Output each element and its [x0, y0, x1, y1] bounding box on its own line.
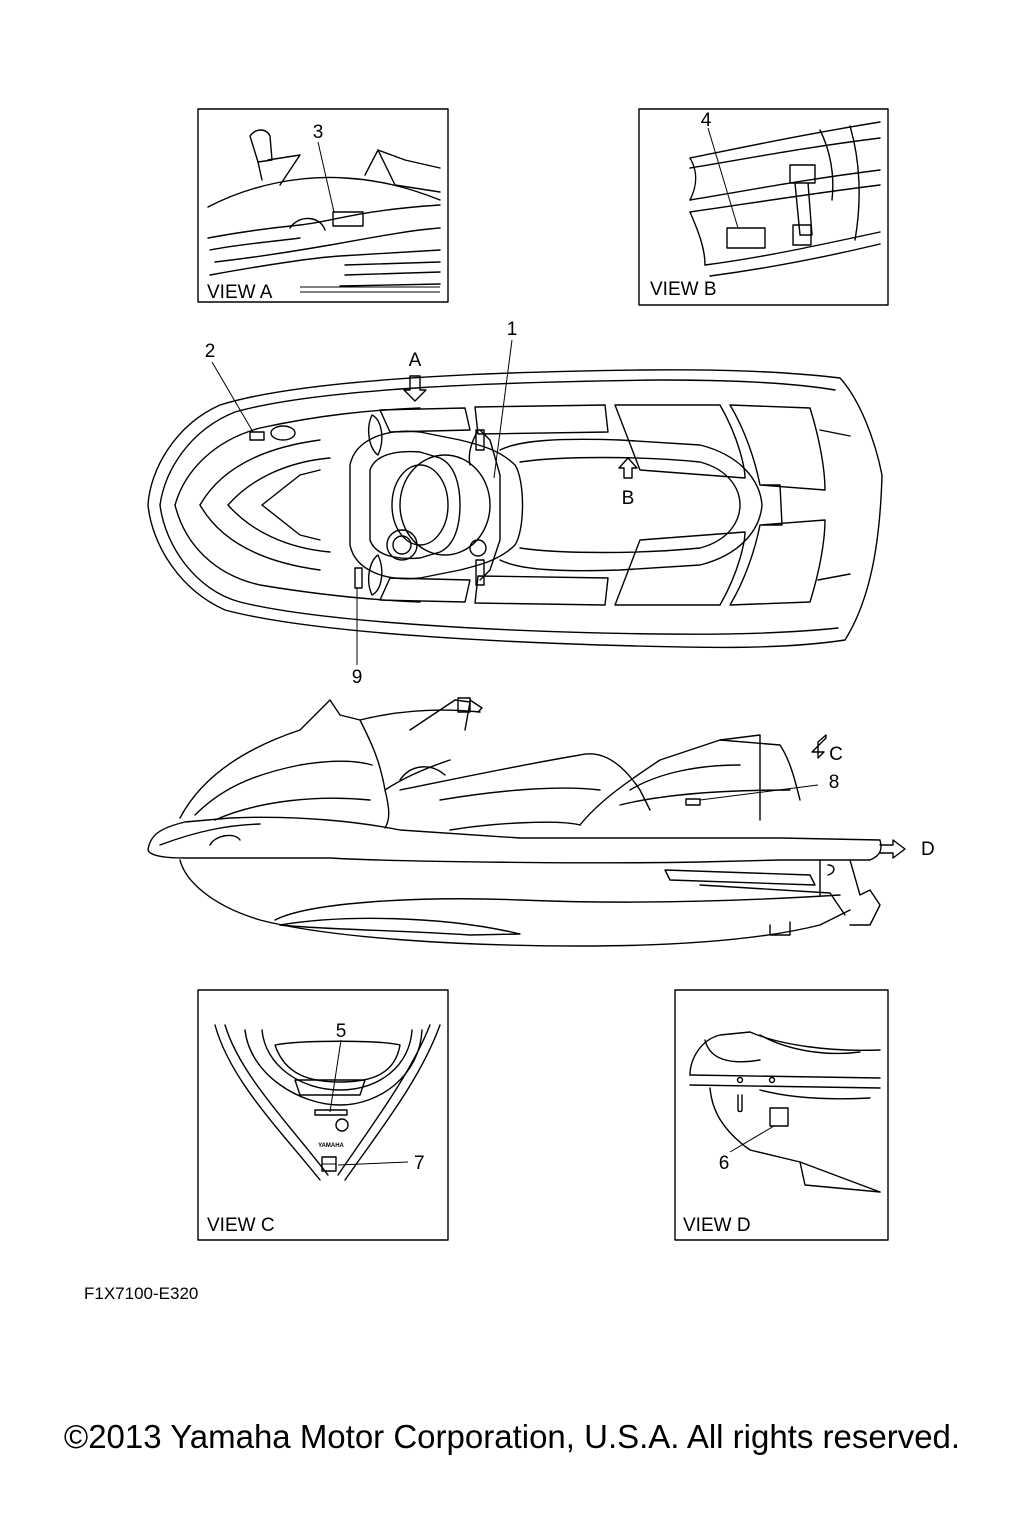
callout-4: 4 [701, 110, 712, 131]
view-c-label: VIEW C [207, 1215, 275, 1236]
view-b-panel: 4 VIEW B [638, 108, 889, 306]
arrow-label-c: C [829, 744, 843, 765]
arrow-label-b: B [622, 488, 635, 509]
callout-9: 9 [352, 667, 363, 688]
diagram-code: F1X7100-E320 [84, 1284, 199, 1303]
callout-5: 5 [336, 1021, 347, 1042]
arrow-label-a: A [409, 350, 422, 371]
view-b-label: VIEW B [650, 279, 717, 300]
yamaha-logo: YAMAHA [318, 1143, 344, 1149]
callout-7: 7 [414, 1153, 425, 1174]
callout-2: 2 [205, 341, 216, 362]
callout-6: 6 [719, 1153, 730, 1174]
callout-3: 3 [313, 122, 324, 143]
arrow-label-d: D [921, 839, 935, 860]
side-view-craft: 8 C D [147, 697, 935, 947]
top-view-craft: 1 2 9 A B [147, 319, 883, 688]
callout-8: 8 [829, 772, 840, 793]
view-c-panel: YAMAHA 5 7 VIEW C [197, 989, 449, 1241]
view-d-label: VIEW D [683, 1215, 751, 1236]
view-d-panel: 6 VIEW D [674, 989, 889, 1241]
callout-1: 1 [507, 319, 518, 340]
view-a-panel: 3 VIEW A [197, 108, 449, 303]
view-a-label: VIEW A [207, 282, 273, 303]
copyright-notice: ©2013 Yamaha Motor Corporation, U.S.A. A… [63, 1418, 961, 1455]
